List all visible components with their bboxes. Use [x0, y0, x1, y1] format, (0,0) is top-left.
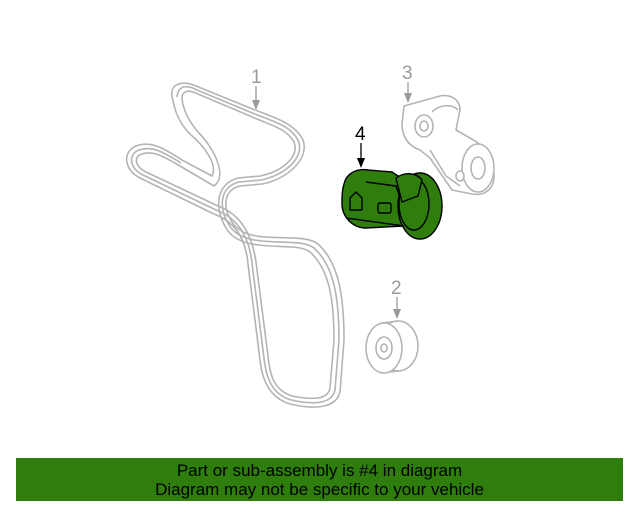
bracket-bolt-hole [455, 170, 465, 182]
callout-4-arrowhead [357, 158, 365, 168]
callout-3-label: 3 [402, 63, 413, 84]
tensioner-bolt-boss [349, 191, 363, 211]
callout-3-arrowhead [404, 93, 412, 103]
callout-2-arrowhead [393, 309, 401, 319]
callout-1: 1 [251, 67, 262, 110]
notice-line-part-number: Part or sub-assembly is #4 in diagram [176, 461, 463, 480]
tensioner-drive-square [377, 202, 392, 214]
belt-outer-edge [125, 82, 345, 408]
notice-line-disclaimer: Diagram may not be specific to your vehi… [155, 480, 484, 499]
notice-banner: Part or sub-assembly is #4 in diagram Di… [16, 458, 623, 501]
callout-2: 2 [391, 278, 402, 319]
bracket-lower-edge [429, 149, 461, 187]
callout-1-arrowhead [252, 100, 260, 110]
tensioner-bracket-part[interactable] [401, 94, 495, 196]
belt-rib-line [130, 85, 340, 404]
belt-inner-edge [135, 90, 335, 400]
tensioner-housing-edge [365, 181, 401, 199]
callout-4: 4 [355, 124, 366, 168]
callout-3: 3 [402, 63, 413, 103]
bracket-pivot-bore [419, 120, 429, 132]
callout-4-label: 4 [355, 124, 366, 145]
bracket-arm-edge [431, 104, 459, 113]
belt-part[interactable] [125, 82, 345, 408]
tensioner-base-edge [345, 217, 405, 227]
tensioner-arm [395, 173, 423, 203]
tensioner-assembly-part[interactable] [341, 168, 443, 240]
idler-pulley-bore [380, 343, 388, 353]
callout-1-label: 1 [251, 67, 262, 88]
idler-pulley-part[interactable] [365, 320, 419, 374]
bracket-pulley-hub [470, 156, 486, 180]
callout-2-label: 2 [391, 278, 402, 299]
